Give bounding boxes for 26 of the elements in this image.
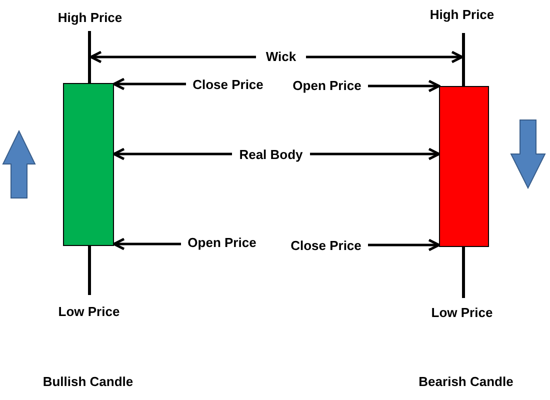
price-label: Wick [256, 48, 306, 66]
wick-line [462, 247, 465, 298]
candle-caption: Bullish Candle [42, 373, 134, 391]
arrow [368, 80, 440, 92]
price-label: Close Price [186, 76, 270, 94]
arrow [112, 148, 232, 160]
candle-caption: Bearish Candle [418, 373, 514, 391]
candle-body [63, 83, 114, 246]
wick-line [88, 31, 91, 83]
arrow [112, 238, 181, 250]
arrow [112, 78, 186, 90]
price-label: Low Price [422, 304, 502, 322]
price-label: Low Price [49, 303, 129, 321]
price-label: Open Price [286, 77, 368, 95]
arrow [306, 50, 464, 64]
price-label: High Price [50, 9, 130, 27]
candle-body [439, 86, 489, 247]
price-label: High Price [422, 6, 502, 24]
arrow [310, 148, 440, 160]
arrow [90, 50, 256, 64]
price-label: Close Price [284, 237, 368, 255]
wick-line [462, 33, 465, 86]
wick-line [88, 246, 91, 295]
arrow [368, 238, 440, 252]
price-label: Open Price [181, 234, 263, 252]
price-label: Real Body [232, 146, 310, 164]
